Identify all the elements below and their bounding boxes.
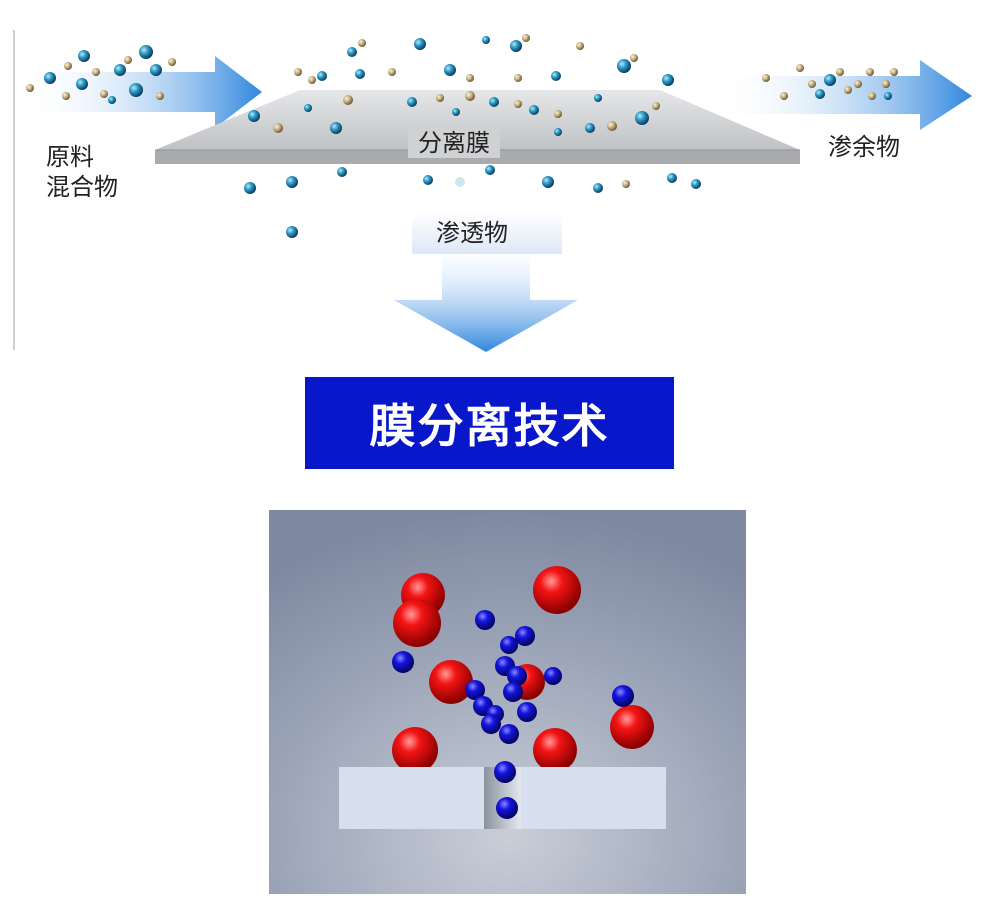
title-banner: 膜分离技术 [305, 377, 674, 469]
retentate-molecules [762, 64, 898, 100]
membrane-separation-diagram [13, 30, 972, 352]
permeate-label-box [412, 212, 562, 254]
permeate-label: 渗透物 [436, 219, 508, 247]
retentate-label: 渗余物 [828, 133, 900, 161]
permeate-arrow [394, 248, 578, 352]
molecules-above-membrane [248, 34, 674, 136]
sieving-illustration [269, 510, 746, 894]
small-particles [392, 610, 634, 819]
membrane-label: 分离膜 [408, 128, 500, 158]
feed-mixture-label: 原料 混合物 [46, 142, 118, 202]
permeate-molecules [244, 165, 701, 238]
feed-label-line1: 原料 [46, 143, 94, 171]
feed-molecules [26, 45, 176, 104]
page-title: 膜分离技术 [369, 399, 610, 453]
membrane-right [521, 767, 666, 829]
feed-label-line2: 混合物 [46, 173, 118, 201]
retentate-arrow [715, 60, 972, 130]
illustration-background [269, 510, 746, 894]
large-particles [392, 566, 654, 773]
membrane-top [155, 90, 800, 150]
membrane-left [339, 767, 484, 829]
